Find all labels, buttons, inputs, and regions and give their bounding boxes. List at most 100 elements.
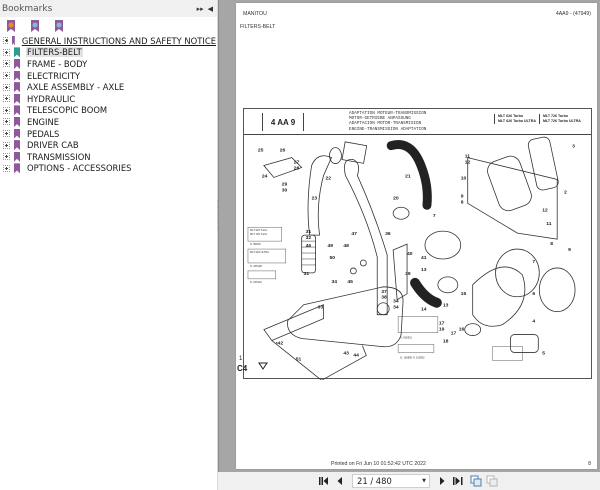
expand-toggle-icon[interactable] xyxy=(3,48,10,56)
dropdown-arrow-icon[interactable]: ▼ xyxy=(422,478,426,484)
svg-text:40: 40 xyxy=(407,251,413,257)
svg-text:3: 3 xyxy=(572,144,575,150)
svg-text:2: 2 xyxy=(564,189,567,195)
svg-text:34: 34 xyxy=(331,279,337,285)
collapse-bookmark-icon[interactable] xyxy=(54,20,64,32)
bookmark-axle-assembly[interactable]: AXLE ASSEMBLY - AXLE xyxy=(0,81,217,93)
svg-text:30: 30 xyxy=(282,187,288,193)
bookmark-frame-body[interactable]: FRAME - BODY xyxy=(0,58,217,70)
svg-text:39: 39 xyxy=(405,271,411,277)
bookmarks-toolbar xyxy=(0,17,217,35)
svg-text:17: 17 xyxy=(439,321,445,327)
bookmark-icon xyxy=(14,163,20,174)
bookmark-icon xyxy=(14,140,20,151)
svg-text:N. 155191: N. 155191 xyxy=(250,280,262,284)
svg-text:46: 46 xyxy=(306,243,312,249)
title-de: MOTOR-GETRIEBE ANPASSUNG xyxy=(349,116,411,122)
svg-text:47: 47 xyxy=(351,231,357,237)
bookmarks-header: Bookmarks ▸▸ ◀ xyxy=(0,0,217,17)
bookmark-filters-belt[interactable]: FILTERS-BELT xyxy=(0,47,217,59)
expand-bookmark-icon[interactable] xyxy=(30,20,40,32)
expand-toggle-icon[interactable] xyxy=(3,37,8,45)
bookmark-label[interactable]: AXLE ASSEMBLY - AXLE xyxy=(27,82,125,93)
expand-toggle-icon[interactable] xyxy=(3,153,10,161)
bookmark-icon xyxy=(14,47,20,58)
bookmark-electricity[interactable]: ELECTRICITY xyxy=(0,70,217,82)
bookmark-pedals[interactable]: PEDALS xyxy=(0,128,217,140)
expand-toggle-icon[interactable] xyxy=(3,106,10,114)
svg-text:9: 9 xyxy=(461,193,464,199)
svg-text:MLT 726 Turbo: MLT 726 Turbo xyxy=(250,232,268,236)
sidebar-resize-handle[interactable] xyxy=(217,200,220,230)
bookmark-label[interactable]: PEDALS xyxy=(27,128,60,139)
bookmark-label[interactable]: TELESCOPIC BOOM xyxy=(27,105,108,116)
model-name: MLT 726 Turbo ULTRA xyxy=(542,119,581,123)
svg-text:38: 38 xyxy=(381,295,387,301)
svg-text:48: 48 xyxy=(343,243,349,249)
bookmark-label[interactable]: HYDRAULIC xyxy=(27,93,76,104)
bookmark-label[interactable]: FRAME - BODY xyxy=(27,58,88,69)
svg-text:50: 50 xyxy=(330,255,336,261)
bookmark-label[interactable]: OPTIONS - ACCESSORIES xyxy=(27,163,132,174)
next-page-button[interactable] xyxy=(436,475,448,487)
model-name: MLT 726 Turbo xyxy=(542,114,568,118)
svg-text:5: 5 xyxy=(542,350,545,356)
bookmark-label[interactable]: FILTERS-BELT xyxy=(26,47,83,58)
bookmark-label[interactable]: ELECTRICITY xyxy=(27,70,81,81)
single-page-view-button[interactable] xyxy=(470,475,482,487)
svg-text:51: 51 xyxy=(296,356,302,362)
svg-text:MLT 626 ULTRA: MLT 626 ULTRA xyxy=(250,250,269,254)
bookmark-icon xyxy=(11,35,15,46)
bookmark-telescopic-boom[interactable]: TELESCOPIC BOOM xyxy=(0,105,217,117)
previous-page-button[interactable] xyxy=(334,475,346,487)
svg-text:29: 29 xyxy=(282,181,288,187)
bookmark-general-instructions[interactable]: GENERAL INSTRUCTIONS AND SAFETY NOTICE xyxy=(0,35,217,47)
page-number-input[interactable]: 21 / 480 ▼ xyxy=(352,474,430,488)
svg-text:11: 11 xyxy=(465,154,470,160)
svg-text:12: 12 xyxy=(465,160,471,166)
bookmark-label[interactable]: ENGINE xyxy=(27,116,60,127)
svg-text:45: 45 xyxy=(347,279,353,285)
expand-toggle-icon[interactable] xyxy=(3,72,10,80)
page-number-value: 21 / 480 xyxy=(357,476,392,486)
expand-toggle-icon[interactable] xyxy=(3,141,10,149)
collapse-panel-icon[interactable]: ◀ xyxy=(207,4,213,13)
svg-text:N. 166895 N. 100902: N. 166895 N. 100902 xyxy=(400,355,425,359)
expand-toggle-icon[interactable] xyxy=(3,60,10,68)
svg-text:13: 13 xyxy=(443,303,449,309)
bookmark-options-icon[interactable] xyxy=(6,20,16,32)
diagram-titles: ADAPTATION MOTEUR-TRANSMISSION MOTOR-GET… xyxy=(349,111,426,132)
model-col-626: MLT 626 Turbo MLT 626 Turbo ULTRA xyxy=(494,114,539,124)
page-navigation-bar: 21 / 480 ▼ xyxy=(218,472,600,490)
bookmark-label[interactable]: TRANSMISSION xyxy=(27,151,91,162)
bookmark-options-accessories[interactable]: OPTIONS - ACCESSORIES xyxy=(0,163,217,175)
two-page-view-button[interactable] xyxy=(486,475,498,487)
last-page-button[interactable] xyxy=(452,475,464,487)
expand-toggle-icon[interactable] xyxy=(3,164,10,172)
expand-panel-icon[interactable]: ▸▸ xyxy=(196,4,204,13)
bookmark-label[interactable]: DRIVER CAB xyxy=(27,140,79,151)
first-page-button[interactable] xyxy=(318,475,330,487)
bookmark-engine[interactable]: ENGINE xyxy=(0,116,217,128)
expand-toggle-icon[interactable] xyxy=(3,83,10,91)
expand-toggle-icon[interactable] xyxy=(3,95,10,103)
title-fr: ADAPTATION MOTEUR-TRANSMISSION xyxy=(349,111,427,116)
bookmark-icon xyxy=(14,70,20,81)
bookmark-icon xyxy=(14,116,20,127)
bookmark-hydraulic[interactable]: HYDRAULIC xyxy=(0,93,217,105)
svg-text:31: 31 xyxy=(304,271,310,277)
bookmark-driver-cab[interactable]: DRIVER CAB xyxy=(0,139,217,151)
document-view[interactable]: MANITOU 4AA9 - (47949) FILTERS-BELT 4 AA… xyxy=(218,0,600,472)
svg-text:8: 8 xyxy=(550,241,553,247)
svg-text:19: 19 xyxy=(439,327,445,333)
page-section: FILTERS-BELT xyxy=(240,24,276,30)
model-name: MLT 626 Turbo ULTRA xyxy=(498,119,536,123)
svg-text:•42: •42 xyxy=(276,340,284,346)
bookmark-label[interactable]: GENERAL INSTRUCTIONS AND SAFETY NOTICE xyxy=(21,35,216,46)
expand-toggle-icon[interactable] xyxy=(3,118,10,126)
bookmark-transmission[interactable]: TRANSMISSION xyxy=(0,151,217,163)
svg-text:43: 43 xyxy=(343,350,349,356)
expand-toggle-icon[interactable] xyxy=(3,130,10,138)
first-page-icon xyxy=(319,477,328,485)
